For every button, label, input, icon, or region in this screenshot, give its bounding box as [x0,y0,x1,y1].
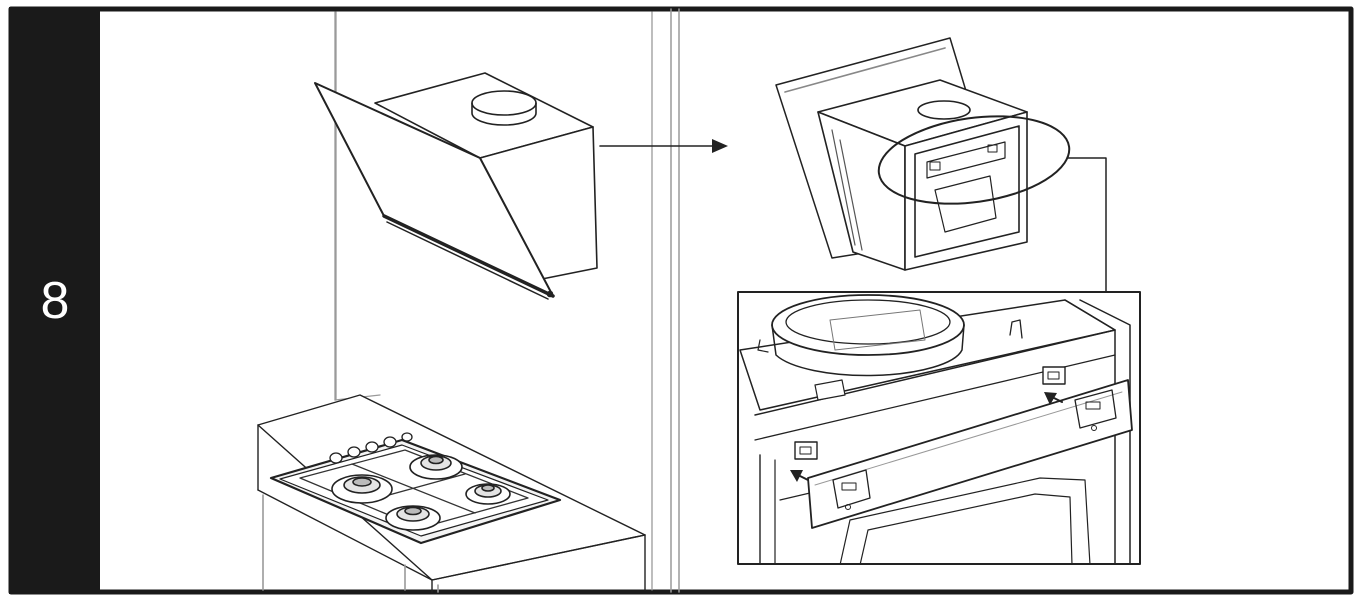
hob-knobs [329,432,413,464]
wall-corner [334,11,653,591]
panel-divider [670,8,680,593]
outer-frame [8,6,1354,595]
bracket-slot-left [794,441,818,460]
step-sidebar [9,7,100,594]
right-panel [737,37,1141,565]
wall-bracket [807,379,1133,529]
hood-mounted-view [775,37,1028,271]
detail-callout-icon [877,115,1107,293]
step-number: 8 [40,272,70,330]
burner-rear-left [331,474,393,504]
arrow-right-icon [599,139,728,153]
cooker-hood [314,72,598,300]
detail-zoom-box [737,291,1141,565]
hook-insert-arrow-icon [790,392,1063,482]
bracket-slot-right [1042,366,1066,385]
burner-front-left [385,505,441,531]
gas-hob [269,432,562,545]
left-panel [257,11,728,593]
burner-rear-right [409,454,463,480]
burner-front-right [465,483,511,505]
